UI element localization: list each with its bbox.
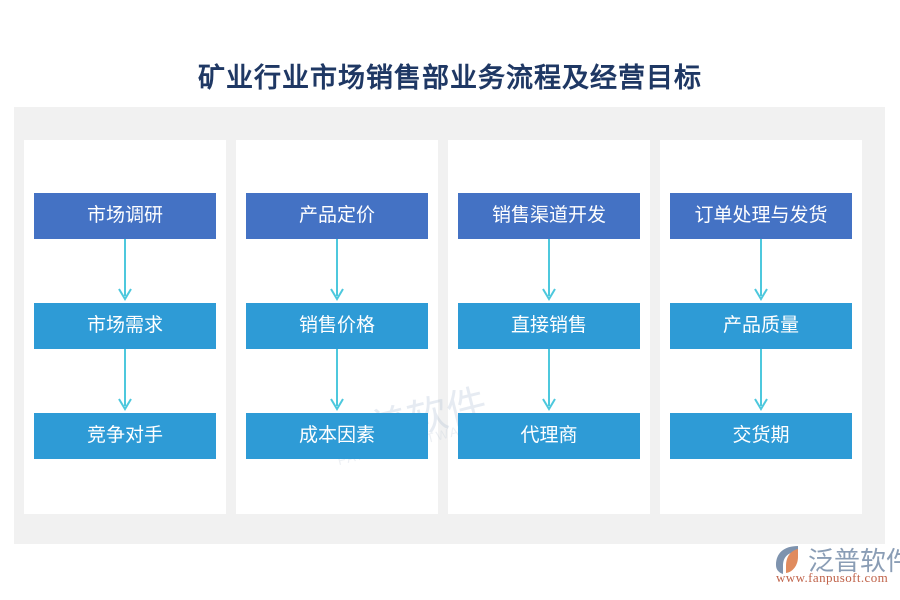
fanpu-leaf-logo-icon [772,545,806,580]
flow-node[interactable]: 代理商 [458,413,640,459]
flow-node[interactable]: 成本因素 [246,413,428,459]
flow-column-sales-channel: 销售渠道开发 直接销售 代理商 [448,140,650,514]
flow-node[interactable]: 销售价格 [246,303,428,349]
flow-arrow-down-icon [246,349,428,413]
flow-node[interactable]: 交货期 [670,413,852,459]
flow-diagram-panel: 泛普软件 FANPU SOFTWARE 市场调研 市场需求 竞争对手 产品定价 [14,107,885,544]
flow-arrow-down-icon [34,349,216,413]
brand-url: www.fanpusoft.com [776,570,889,585]
flow-arrow-down-icon [458,349,640,413]
brand-logo: 泛普软件 www.fanpusoft.com [772,544,900,590]
flow-node[interactable]: 竞争对手 [34,413,216,459]
flow-node[interactable]: 产品定价 [246,193,428,239]
brand-name: 泛普软件 [808,547,900,576]
flow-node[interactable]: 销售渠道开发 [458,193,640,239]
flow-node[interactable]: 直接销售 [458,303,640,349]
flow-column-product-pricing: 产品定价 销售价格 成本因素 [236,140,438,514]
flow-node[interactable]: 产品质量 [670,303,852,349]
flow-arrow-down-icon [670,349,852,413]
flow-arrow-down-icon [246,239,428,303]
flow-column-market-research: 市场调研 市场需求 竞争对手 [24,140,226,514]
flow-node[interactable]: 订单处理与发货 [670,193,852,239]
flow-column-order-shipping: 订单处理与发货 产品质量 交货期 [660,140,862,514]
page-title: 矿业行业市场销售部业务流程及经营目标 [198,63,702,93]
flow-node[interactable]: 市场调研 [34,193,216,239]
flow-arrow-down-icon [458,239,640,303]
flow-node[interactable]: 市场需求 [34,303,216,349]
flow-arrow-down-icon [34,239,216,303]
flow-arrow-down-icon [670,239,852,303]
